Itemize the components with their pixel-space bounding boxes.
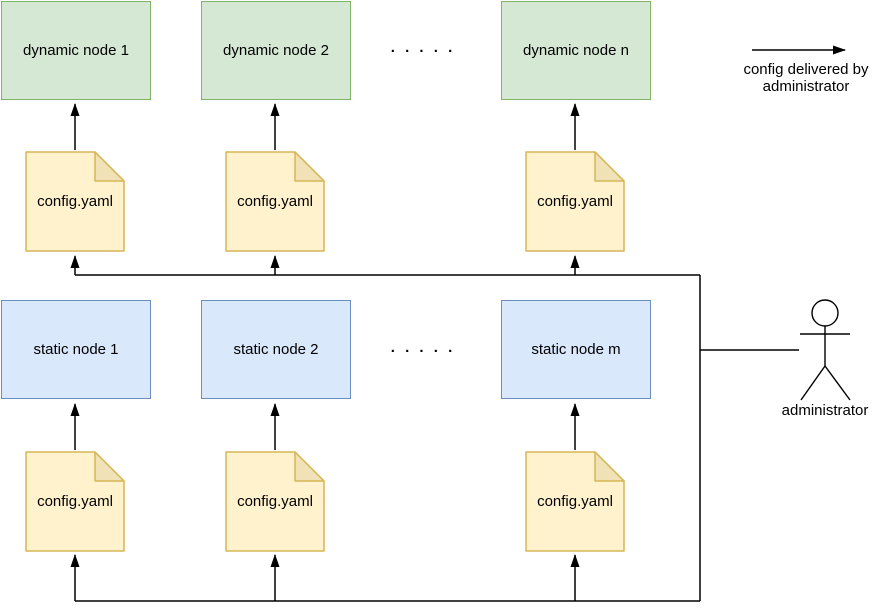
config-file-label: config.yaml bbox=[537, 493, 613, 510]
note-shape-icon bbox=[225, 451, 325, 552]
legend-label: config delivered by administrator bbox=[743, 61, 869, 95]
static-node-1-label: static node 1 bbox=[33, 341, 119, 358]
dynamic-node-1-label: dynamic node 1 bbox=[23, 42, 129, 59]
config-file-static-m: config.yaml bbox=[525, 451, 625, 552]
config-file-label: config.yaml bbox=[537, 193, 613, 210]
config-file-dynamic-2: config.yaml bbox=[225, 151, 325, 252]
config-file-static-2: config.yaml bbox=[225, 451, 325, 552]
dynamic-node-n-label: dynamic node n bbox=[523, 42, 629, 59]
note-shape-icon bbox=[25, 451, 125, 552]
dynamic-node-2: dynamic node 2 bbox=[201, 1, 351, 100]
dynamic-node-1: dynamic node 1 bbox=[1, 1, 151, 100]
note-shape-icon bbox=[25, 151, 125, 252]
dynamic-row-ellipsis: . . . . . bbox=[390, 39, 456, 56]
note-shape-icon bbox=[225, 151, 325, 252]
static-node-m: static node m bbox=[501, 300, 651, 399]
stick-figure-icon bbox=[800, 299, 851, 401]
config-file-label: config.yaml bbox=[237, 193, 313, 210]
edge-config-to-static-nodes bbox=[70, 403, 580, 450]
static-node-1: static node 1 bbox=[1, 300, 151, 399]
dynamic-node-n: dynamic node n bbox=[501, 1, 651, 100]
administrator-label: administrator bbox=[781, 402, 869, 419]
config-file-static-1: config.yaml bbox=[25, 451, 125, 552]
note-shape-icon bbox=[525, 151, 625, 252]
static-node-2-label: static node 2 bbox=[233, 341, 319, 358]
edge-config-to-dynamic-nodes bbox=[70, 103, 580, 150]
config-file-label: config.yaml bbox=[237, 493, 313, 510]
static-node-2: static node 2 bbox=[201, 300, 351, 399]
config-file-dynamic-n: config.yaml bbox=[525, 151, 625, 252]
config-file-label: config.yaml bbox=[37, 193, 113, 210]
edge-admin-to-static-configs bbox=[70, 554, 700, 602]
config-file-dynamic-1: config.yaml bbox=[25, 151, 125, 252]
note-shape-icon bbox=[525, 451, 625, 552]
config-file-label: config.yaml bbox=[37, 493, 113, 510]
edge-admin-to-dynamic-configs bbox=[70, 255, 701, 601]
static-node-m-label: static node m bbox=[531, 341, 621, 358]
static-row-ellipsis: . . . . . bbox=[390, 339, 456, 356]
dynamic-node-2-label: dynamic node 2 bbox=[223, 42, 329, 59]
